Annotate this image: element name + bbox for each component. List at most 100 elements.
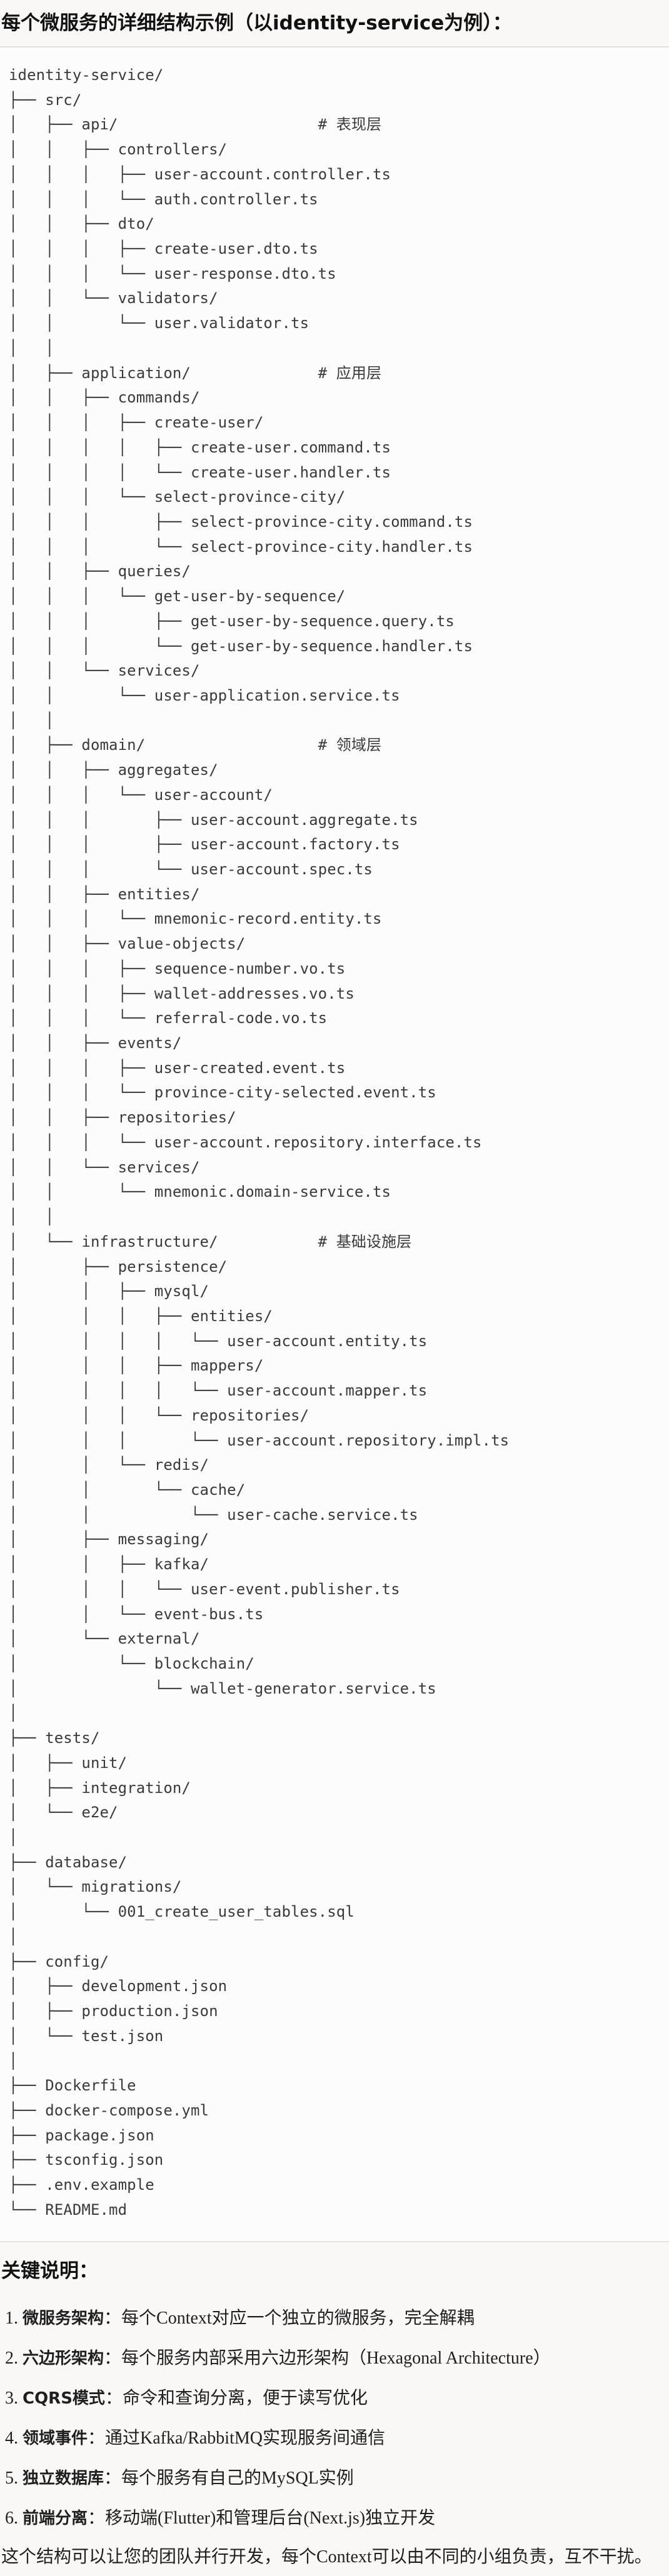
item-text: ：移动端(Flutter)和管理后台(Next.js)独立开发 — [88, 2509, 436, 2528]
tree-line: │ │ │ └── repositories/ — [9, 1406, 309, 1424]
tree-line: │ │ └── cache/ — [9, 1480, 246, 1499]
tree-line: │ │ └── validators/ — [9, 289, 218, 307]
tree-line: │ │ │ ├── wallet-addresses.vo.ts — [9, 984, 355, 1002]
tree-line: │ │ └── services/ — [9, 1158, 200, 1176]
tree-line: ├── .env.example — [9, 2176, 154, 2194]
tree-line: │ — [9, 1927, 18, 1945]
tree-line: │ │ ├── controllers/ — [9, 141, 228, 159]
tree-line: │ — [9, 1704, 18, 1722]
tree-line: │ │ │ └── user-account.spec.ts — [9, 861, 373, 878]
tree-line: │ │ │ ├── get-user-by-sequence.query.ts — [9, 612, 455, 630]
tree-line: │ │ │ ├── user-account.controller.ts — [9, 165, 391, 183]
item-label: CQRS模式 — [23, 2389, 105, 2408]
tree-line: │ │ │ └── user-account.repository.impl.t… — [9, 1431, 510, 1449]
tree-line: │ │ │ ├── sequence-number.vo.ts — [9, 959, 346, 977]
tree-line: │ │ │ ├── mappers/ — [9, 1357, 264, 1375]
tree-line: │ │ ├── commands/ — [9, 389, 200, 407]
item-number: 1. — [5, 2309, 23, 2328]
tree-line: │ │ │ └── select-province-city/ — [9, 488, 346, 506]
item-number: 2. — [5, 2349, 23, 2368]
tree-line: │ ├── messaging/ — [9, 1530, 209, 1549]
item-label: 微服务架构 — [23, 2309, 104, 2328]
section-title: 每个微服务的详细结构示例（以identity-service为例）： — [0, 0, 669, 47]
tree-line: │ │ │ ├── create-user/ — [9, 414, 264, 432]
tree-line: │ │ │ └── mnemonic-record.entity.ts — [9, 910, 382, 928]
tree-line: │ │ │ └── select-province-city.handler.t… — [9, 537, 473, 556]
tree-line: │ └── migrations/ — [9, 1878, 182, 1896]
tree-line: │ └── test.json — [9, 2027, 164, 2045]
tree-line: │ │ │ │ └── user-account.entity.ts — [9, 1332, 428, 1350]
tree-line: ├── docker-compose.yml — [9, 2101, 209, 2119]
tree-line: ├── tsconfig.json — [9, 2151, 164, 2169]
key-note-item: 1. 微服务架构：每个Context对应一个独立的微服务，完全解耦 — [1, 2299, 669, 2339]
tree-line: │ — [9, 2052, 18, 2070]
tree-line: │ │ ├── mysql/ — [9, 1282, 209, 1300]
tree-line: │ │ │ ├── select-province-city.command.t… — [9, 512, 473, 531]
tree-line: │ └── infrastructure/ # 基础设施层 — [9, 1232, 412, 1251]
tree-line: │ │ │ └── user-response.dto.ts — [9, 264, 336, 282]
key-note-item: 2. 六边形架构：每个服务内部采用六边形架构（Hexagonal Archite… — [1, 2339, 669, 2379]
tree-line: │ └── wallet-generator.service.ts — [9, 1679, 436, 1697]
tree-line: │ │ ├── value-objects/ — [9, 935, 246, 953]
tree-line: │ ├── domain/ # 领域层 — [9, 736, 382, 754]
tree-line: │ │ │ └── province-city-selected.event.t… — [9, 1084, 436, 1102]
tree-line: │ │ └── redis/ — [9, 1456, 209, 1474]
item-text: ：通过Kafka/RabbitMQ实现服务间通信 — [88, 2429, 385, 2448]
tree-line: │ │ — [9, 339, 54, 357]
tree-line: │ │ │ │ ├── create-user.command.ts — [9, 438, 391, 456]
directory-tree-code-block: identity-service/ ├── src/ │ ├── api/ # 表现… — [0, 47, 669, 2242]
tree-line: │ │ │ ├── entities/ — [9, 1307, 273, 1325]
tree-line: │ │ │ ├── user-created.event.ts — [9, 1059, 346, 1077]
tree-line: │ — [9, 1829, 18, 1847]
tree-line: │ │ ├── aggregates/ — [9, 761, 218, 779]
tree-line: │ │ │ │ └── user-account.mapper.ts — [9, 1382, 428, 1400]
tree-line: │ │ │ ├── create-user.dto.ts — [9, 240, 318, 258]
tree-line: │ │ │ └── user-account.repository.interf… — [9, 1133, 482, 1151]
key-notes-heading: 关键说明： — [1, 2260, 98, 2282]
item-number: 5. — [5, 2469, 23, 2488]
tree-line: │ ├── production.json — [9, 2002, 218, 2020]
tree-line: │ │ ├── events/ — [9, 1034, 182, 1052]
tree-line: │ │ │ └── referral-code.vo.ts — [9, 1009, 328, 1027]
item-label: 六边形架构 — [23, 2349, 104, 2368]
tree-line: │ │ ├── kafka/ — [9, 1555, 209, 1574]
tree-line: │ └── blockchain/ — [9, 1655, 254, 1672]
tree-line: │ │ └── services/ — [9, 662, 200, 680]
item-label: 前端分离 — [23, 2509, 88, 2528]
item-number: 3. — [5, 2389, 23, 2408]
tree-line: │ │ │ ├── user-account.aggregate.ts — [9, 811, 418, 829]
key-note-item: 5. 独立数据库：每个服务有自己的MySQL实例 — [1, 2459, 669, 2499]
item-label: 领域事件 — [23, 2429, 88, 2448]
key-note-item: 3. CQRS模式：命令和查询分离，便于读写优化 — [1, 2379, 669, 2419]
tree-line: │ │ — [9, 711, 54, 729]
item-text: ：每个服务内部采用六边形架构（Hexagonal Architecture） — [104, 2349, 551, 2368]
tree-line: identity-service/ — [9, 66, 164, 84]
tree-line: │ │ ├── queries/ — [9, 562, 191, 581]
item-number: 4. — [5, 2429, 23, 2448]
tree-line: └── README.md — [9, 2200, 128, 2219]
tree-line: │ │ │ └── get-user-by-sequence/ — [9, 587, 346, 606]
tree-line: │ │ │ ├── user-account.factory.ts — [9, 836, 400, 854]
tree-line: │ │ │ └── user-event.publisher.ts — [9, 1580, 400, 1598]
tree-line: │ │ — [9, 1208, 54, 1226]
key-note-item: 6. 前端分离：移动端(Flutter)和管理后台(Next.js)独立开发 — [1, 2499, 669, 2539]
item-number: 6. — [5, 2509, 23, 2528]
tree-line: │ │ └── mnemonic.domain-service.ts — [9, 1183, 391, 1201]
tree-line: ├── src/ — [9, 91, 82, 109]
tree-line: ├── tests/ — [9, 1729, 100, 1747]
tree-line: │ ├── persistence/ — [9, 1257, 228, 1276]
tree-line: │ ├── api/ # 表现层 — [9, 116, 382, 134]
tree-line: ├── package.json — [9, 2126, 154, 2144]
tree-line: │ │ └── user.validator.ts — [9, 314, 309, 332]
tree-line: │ ├── unit/ — [9, 1754, 128, 1772]
tree-line: │ ├── integration/ — [9, 1779, 191, 1797]
tree-line: │ │ ├── dto/ — [9, 215, 154, 233]
tree-line: │ │ ├── entities/ — [9, 885, 200, 903]
tree-line: │ │ └── event-bus.ts — [9, 1605, 264, 1623]
summary-text: 这个结构可以让您的团队并行开发，每个Context可以由不同的小组负责，互不干扰… — [1, 2547, 652, 2567]
tree-line: │ │ │ │ └── create-user.handler.ts — [9, 463, 391, 481]
tree-line: │ │ │ └── auth.controller.ts — [9, 190, 318, 208]
tree-line: │ │ ├── repositories/ — [9, 1109, 236, 1127]
tree-line: │ ├── development.json — [9, 1977, 228, 1995]
